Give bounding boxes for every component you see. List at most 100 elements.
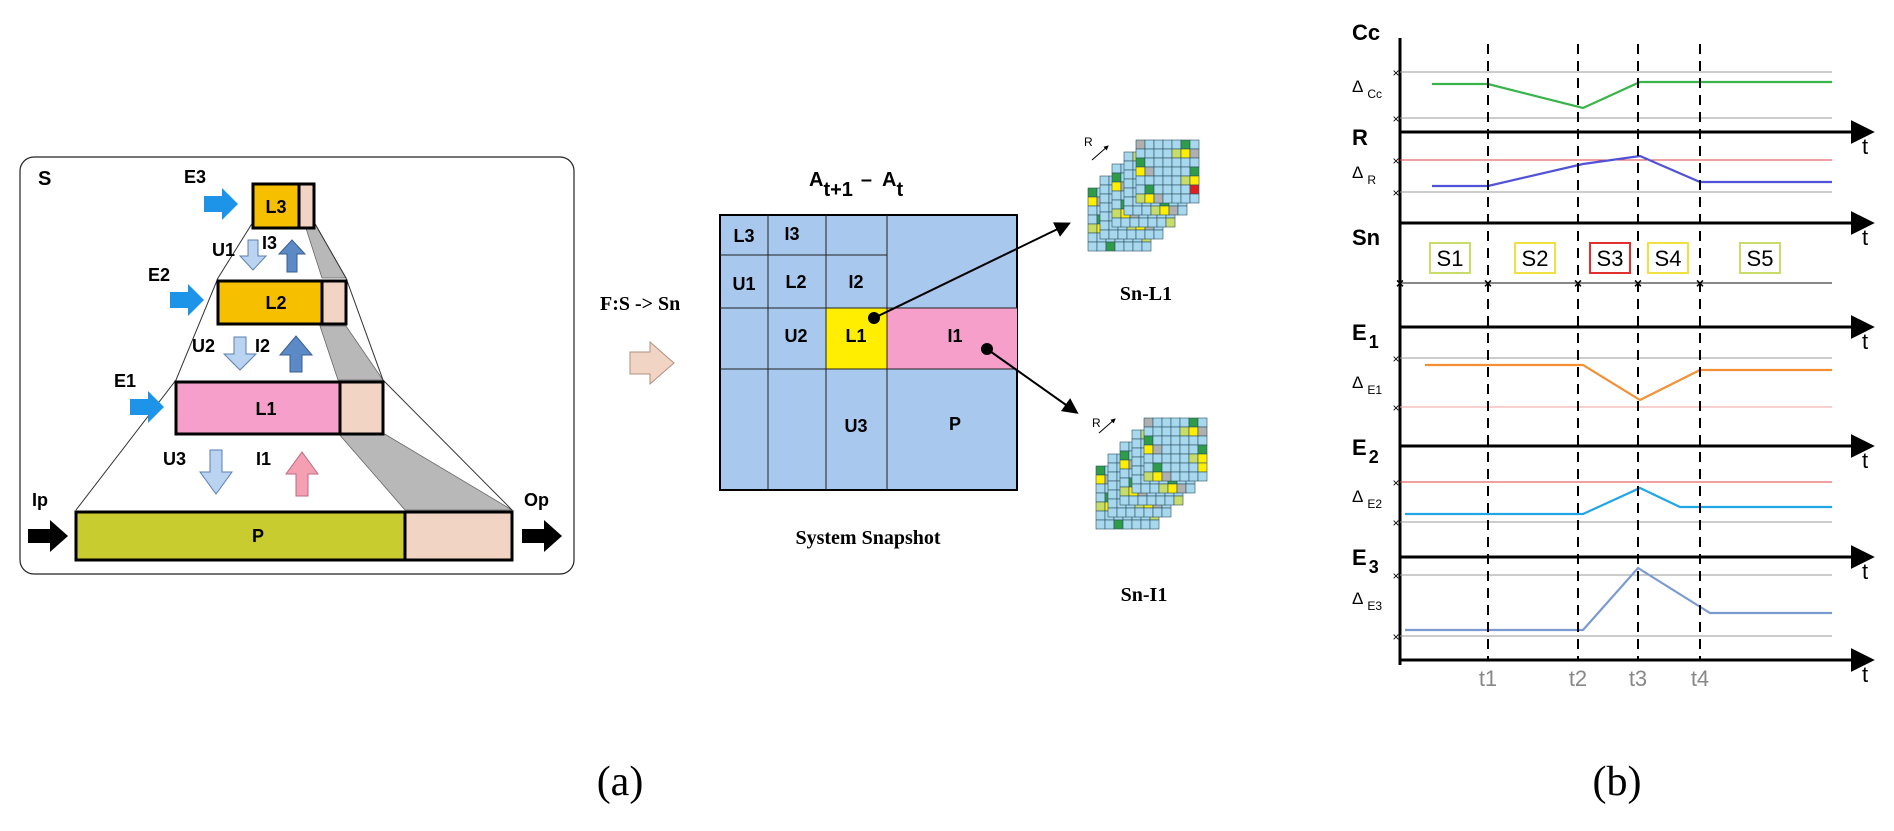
flow-label-i1: I1 (256, 449, 271, 469)
cell-u2: U2 (784, 326, 807, 346)
state-box-s2 (1514, 242, 1556, 274)
cell-l3: L3 (733, 226, 754, 246)
cell-i2: I2 (848, 272, 863, 292)
axis-t-label-5: t (1862, 662, 1868, 687)
stack-r-label-1: R (1084, 135, 1093, 149)
axis-t-label-0: t (1862, 134, 1868, 159)
state-box-s4 (1647, 242, 1689, 274)
formula-a-t: A (882, 169, 896, 191)
arrow-to-sn-i1 (986, 348, 1079, 414)
flow-label-i2: I2 (255, 336, 270, 356)
snapshot-caption: System Snapshot (795, 527, 940, 549)
time-label-t2: t2 (1569, 666, 1587, 691)
layer-l2-tail (320, 279, 348, 326)
ref-tick-cc-0: × (1392, 66, 1399, 80)
cell-i1: I1 (947, 326, 962, 346)
arrow-to-sn-l1 (873, 222, 1071, 319)
channel-label-2: Sn (1352, 225, 1380, 250)
stack-r-label-2: R (1092, 416, 1101, 430)
op-label: Op (524, 490, 549, 510)
flow-label-u1: U1 (212, 240, 235, 260)
cell-u3: U3 (844, 416, 867, 436)
layer-l3-tail (297, 182, 316, 230)
stack-sn-i1 (1095, 417, 1208, 530)
input-arrow-e2 (170, 284, 204, 316)
layer-l1 (174, 380, 342, 436)
time-label-t1: t1 (1479, 666, 1497, 691)
stack-sn-l1-grid-1 (1135, 139, 1200, 204)
flow-label-i3: I3 (262, 233, 277, 253)
stack-sn-l1 (1087, 139, 1200, 252)
ref-tick-e1-1: × (1392, 401, 1399, 415)
state-label-s1: S1 (1437, 246, 1464, 271)
pyramid-right (313, 221, 513, 511)
cell-i3: I3 (784, 224, 799, 244)
time-label-t4: t4 (1691, 666, 1709, 691)
formula-sub-t-plus-1: t+1 (823, 179, 852, 201)
state-label-s3: S3 (1597, 246, 1624, 271)
ref-tick-e2-1: × (1392, 516, 1399, 530)
ref-tick-e3-1: × (1392, 630, 1399, 644)
state-label-s4: S4 (1655, 246, 1682, 271)
formula-minus: – (861, 169, 872, 191)
series-r (1432, 154, 1832, 188)
flow-arrow-i1 (285, 451, 319, 497)
cell-l2: L2 (785, 272, 806, 292)
input-label-e3: E3 (184, 167, 206, 187)
cell-l1: L1 (845, 326, 866, 346)
series-e1 (1425, 363, 1832, 402)
flow-arrow-i3 (277, 239, 307, 273)
layer-l1-tail (338, 380, 385, 436)
ref-tick-r-1: × (1392, 186, 1399, 200)
layer-l3-label: L3 (265, 197, 286, 217)
series-cc (1432, 80, 1832, 110)
ip-arrow (28, 520, 68, 552)
panel-a-system: S L3 L2 L1 P E3 E2 E1 (19, 156, 575, 575)
mapping-label: F:S -> Sn (600, 293, 680, 315)
series-e2 (1405, 486, 1832, 516)
stack-r-arrow-1 (1091, 145, 1109, 161)
pyramid-left (75, 221, 254, 511)
layer-p (74, 510, 407, 562)
system-snapshot: At+1–At L3 I3 U1 L2 I2 U2 L1 I1 U3 P Sys… (719, 169, 1079, 549)
channel-label-0: Cc (1352, 20, 1380, 45)
layer-l2 (216, 279, 324, 326)
layer-l2-label: L2 (265, 293, 286, 313)
sn-transition-mark-0: × (1396, 275, 1404, 291)
flow-arrow-u1 (238, 239, 268, 271)
flow-arrow-i2 (278, 335, 314, 373)
subfigure-label-b: (b) (1593, 759, 1642, 805)
layer-p-tail (403, 510, 514, 562)
stack-sn-i1-grid-1 (1143, 417, 1208, 482)
input-arrow-e1 (130, 391, 164, 423)
axis-t-label-3: t (1862, 448, 1868, 473)
state-box-s1 (1429, 242, 1471, 274)
cell-p: P (949, 414, 961, 434)
input-arrow-e3 (204, 188, 238, 220)
state-label-s2: S2 (1522, 246, 1549, 271)
subfigure-label-a: (a) (597, 759, 644, 805)
mapping-arrow (629, 340, 675, 386)
axis-t-label-1: t (1862, 225, 1868, 250)
state-box-s3 (1589, 242, 1631, 274)
stack-caption-sn-l1: Sn-L1 (1120, 283, 1172, 305)
ref-tick-e3-0: × (1392, 569, 1399, 583)
flow-label-u2: U2 (192, 336, 215, 356)
state-label-s5: S5 (1747, 246, 1774, 271)
flow-arrow-u2 (222, 336, 258, 371)
formula-a-t-plus-1: A (809, 169, 823, 191)
cell-i1-fill (887, 308, 1017, 369)
input-label-e2: E2 (148, 265, 170, 285)
input-label-e1: E1 (114, 371, 136, 391)
axis-t-label-2: t (1862, 329, 1868, 354)
axis-t-label-4: t (1862, 559, 1868, 584)
cell-u1: U1 (732, 274, 755, 294)
channel-label-1: R (1352, 125, 1368, 150)
